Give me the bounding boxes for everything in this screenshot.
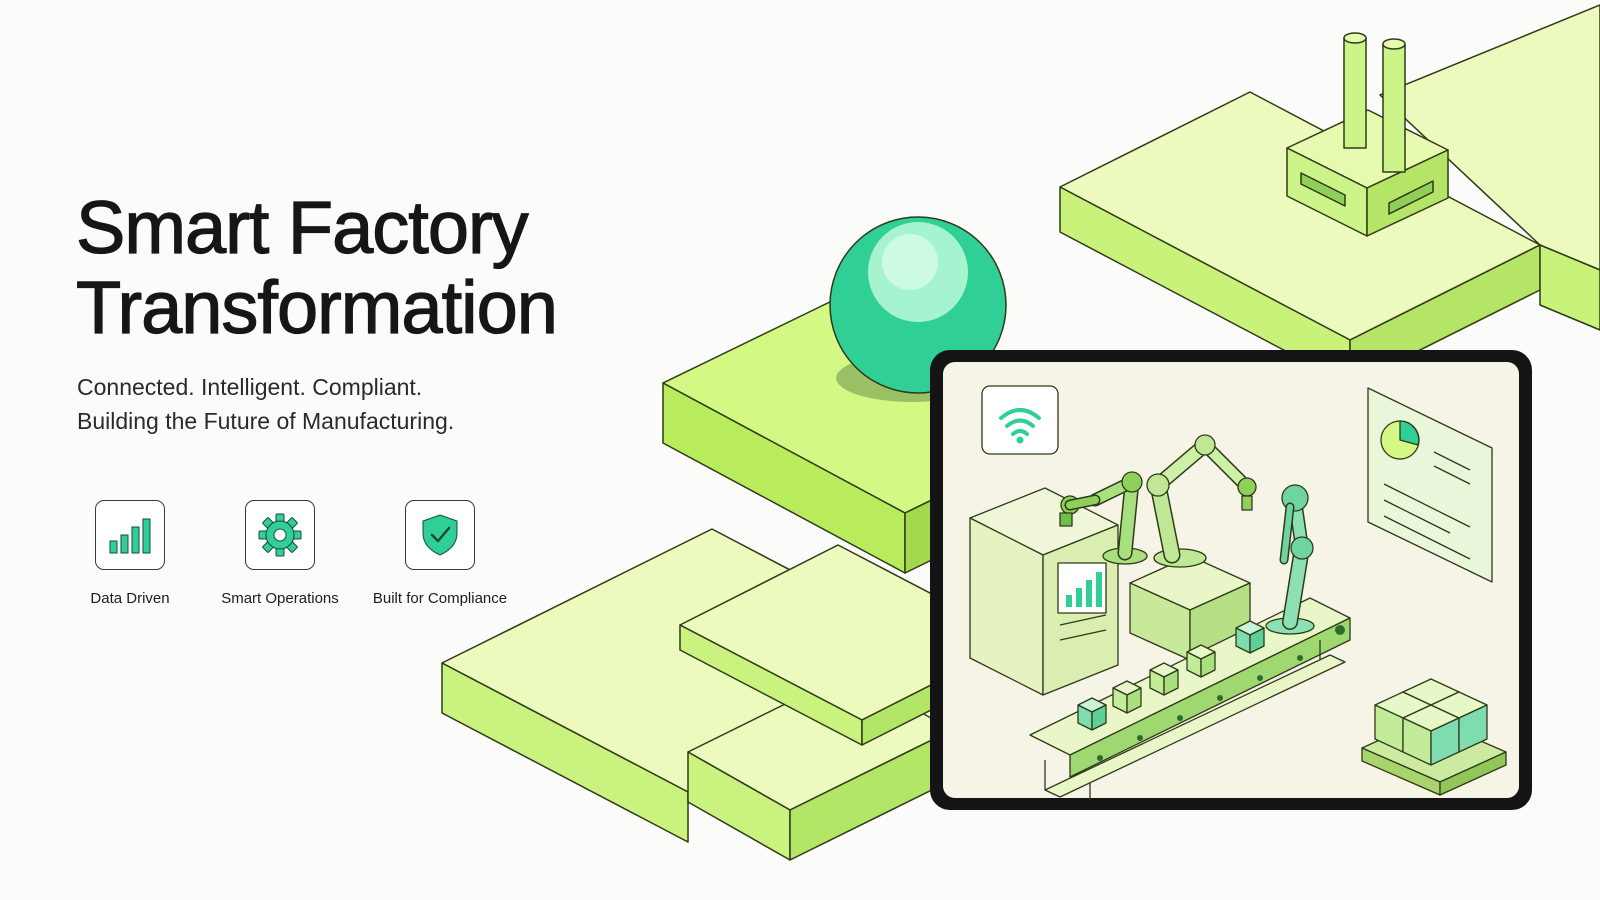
feature-compliance: Built for Compliance: [370, 500, 510, 607]
gear-icon: [258, 513, 302, 557]
dashboard-panel-icon: [1367, 387, 1493, 583]
feature-label: Data Driven: [90, 590, 170, 607]
feature-label: Smart Operations: [221, 590, 339, 607]
conveyor-belt-icon: [1029, 597, 1351, 800]
factory-building-icon: [1286, 32, 1449, 237]
factory-platform: [1059, 4, 1600, 386]
title-line-2: Transformation: [75, 266, 558, 349]
conveyor-item-icons: [1077, 620, 1265, 731]
feature-list: Data Driven: [60, 500, 560, 620]
feature-smart-operations: Smart Operations: [210, 500, 350, 607]
robot-arm-icons: [1059, 434, 1315, 635]
shield-check-icon: [422, 514, 458, 556]
feature-label: Built for Compliance: [372, 590, 508, 607]
feature-tile: [245, 500, 315, 570]
feature-tile: [95, 500, 165, 570]
feature-tile: [405, 500, 475, 570]
subtitle-line-2: Building the Future of Manufacturing.: [77, 408, 455, 434]
feature-data-driven: Data Driven: [60, 500, 200, 607]
bar-chart-icon: [109, 518, 151, 554]
pallet-boxes-icon: [1361, 678, 1507, 796]
page-title: Smart Factory Transformation: [75, 186, 558, 349]
wifi-icon: [981, 385, 1059, 455]
machine-box-icon: [1129, 555, 1251, 661]
control-cabinet-icon: [969, 487, 1119, 696]
page-subtitle: Connected. Intelligent. Compliant. Build…: [77, 370, 454, 438]
title-line-1: Smart Factory: [75, 186, 529, 269]
subtitle-line-1: Connected. Intelligent. Compliant.: [77, 374, 423, 400]
